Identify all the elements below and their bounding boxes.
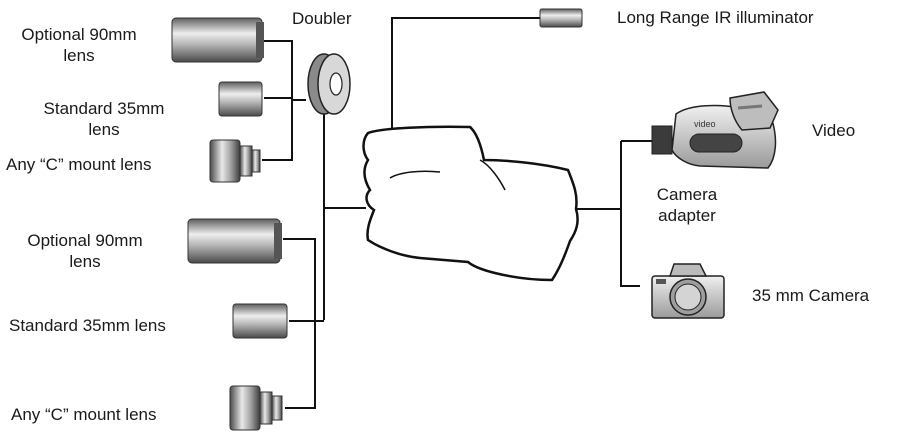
label-ir-illuminator: Long Range IR illuminator: [617, 8, 814, 27]
ir-illuminator-icon: [539, 8, 583, 28]
night-vision-device-icon: [362, 125, 579, 282]
connector-lines: [262, 17, 652, 409]
ir-line: [391, 17, 540, 132]
label-optional-90mm-top: Optional 90mm lens: [21, 25, 137, 65]
c-mount-lens-icon: [229, 385, 283, 431]
adapter-bracket: [620, 141, 640, 287]
label-standard-35mm-top: Standard 35mm lens: [43, 99, 165, 139]
c-mount-lens-icon: [209, 139, 261, 183]
lens-90mm-icon: [171, 17, 264, 63]
bracket-bottom: [283, 238, 316, 409]
lens-35mm-icon: [232, 303, 288, 339]
label-35mm-camera: 35 mm Camera: [752, 286, 870, 305]
video-logo-text: video: [694, 119, 716, 129]
label-optional-90mm-bottom: Optional 90mm lens: [27, 231, 143, 271]
device-contour-2: [479, 159, 506, 191]
lens-35mm-icon: [218, 81, 263, 117]
label-camera-adapter: Camera adapter: [656, 185, 718, 225]
label-c-mount-bottom: Any “C” mount lens: [11, 405, 157, 424]
doubler-icon: [307, 53, 351, 115]
label-c-mount-top: Any “C” mount lens: [6, 155, 152, 174]
lens-90mm-icon: [187, 218, 282, 264]
label-standard-35mm-bottom: Standard 35mm lens: [9, 316, 166, 335]
device-contour: [389, 170, 441, 179]
bracket-top: [262, 40, 293, 161]
video-camcorder-icon: video: [651, 91, 779, 169]
label-video: Video: [812, 121, 856, 140]
label-doubler: Doubler: [292, 9, 352, 28]
35mm-camera-icon: [651, 263, 725, 319]
